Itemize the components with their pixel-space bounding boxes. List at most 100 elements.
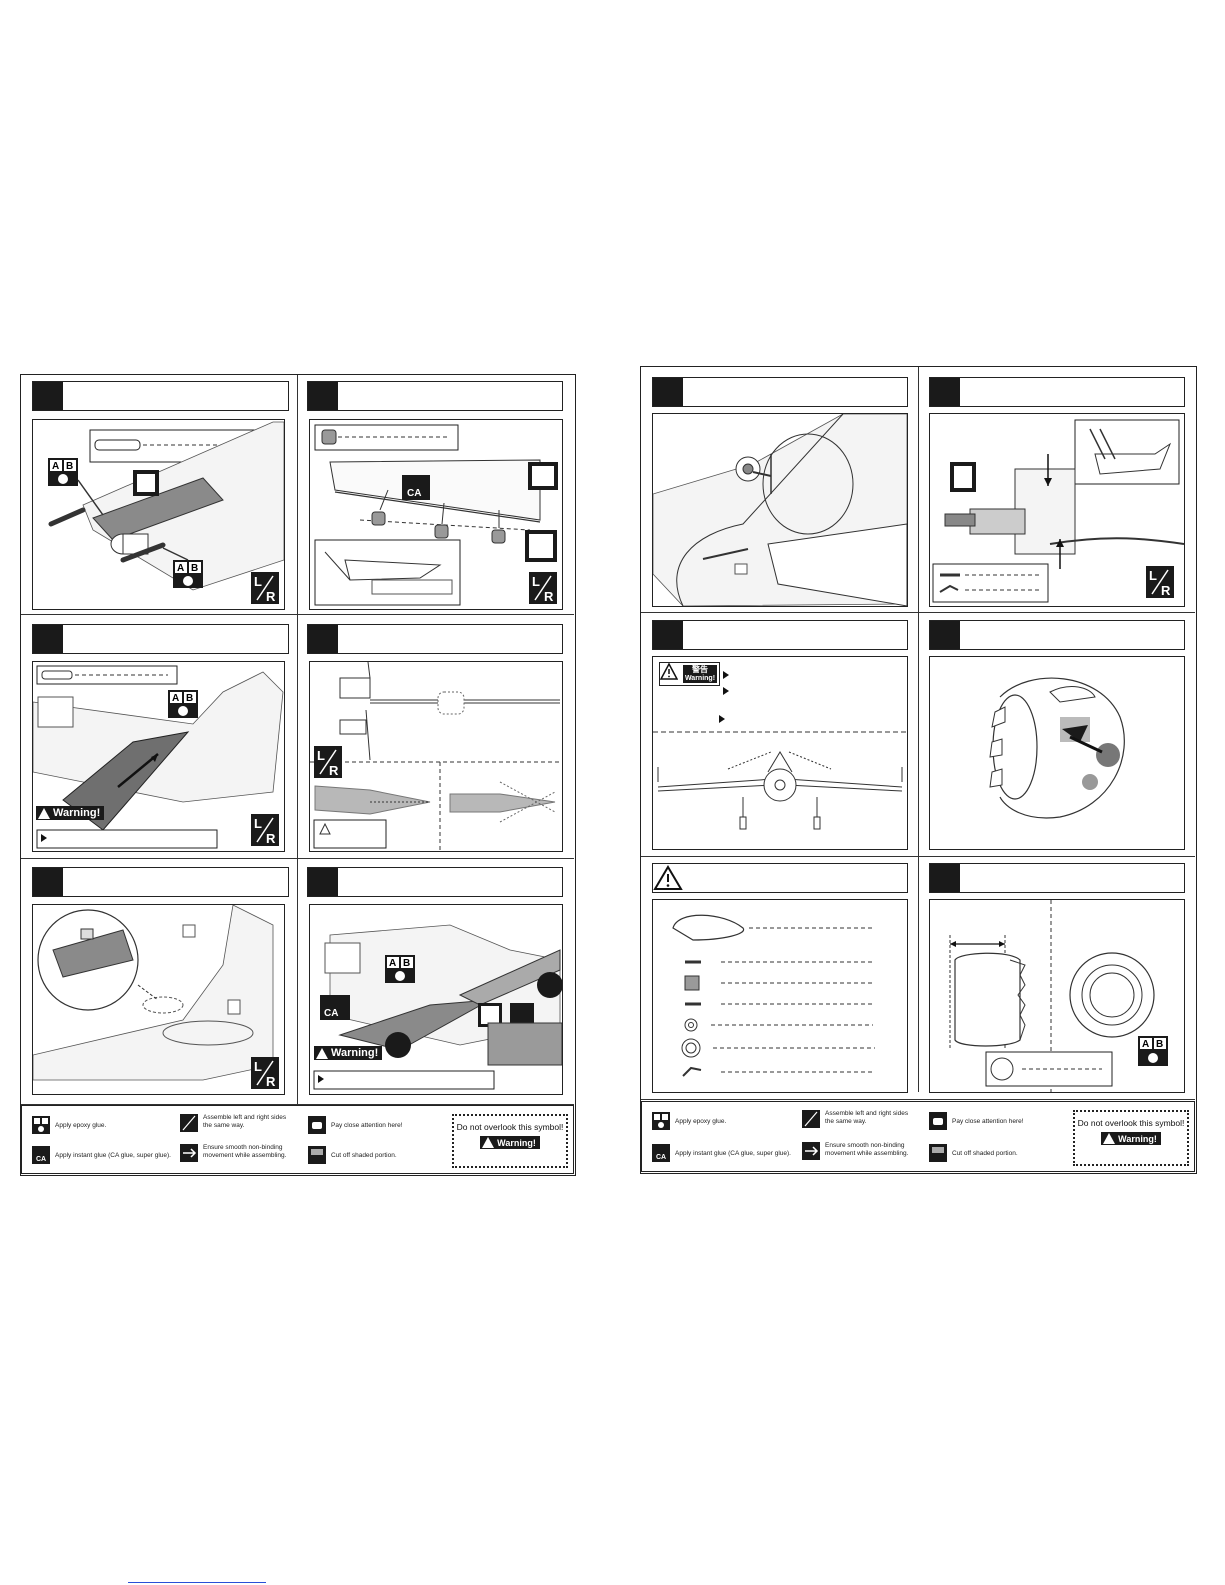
warning-tag: Warning!	[36, 806, 105, 820]
step-number-box	[653, 621, 683, 649]
tail-detail-illustration	[33, 905, 274, 1081]
svg-text:CA: CA	[36, 1156, 46, 1163]
legend-attention-text: Pay close attention here!	[331, 1122, 403, 1129]
legend-epoxy-text: Apply epoxy glue.	[675, 1118, 727, 1125]
step-number-box	[33, 625, 63, 653]
step-header-l4	[307, 624, 563, 654]
legend-cutoff-text: Cut off shaded portion.	[331, 1152, 397, 1159]
warning-tag: Warning!	[314, 1046, 383, 1060]
step-header-l1	[32, 381, 289, 411]
step-number-box	[930, 864, 960, 892]
right-sheet-divider-1	[641, 612, 1195, 613]
step-header-r3	[652, 620, 908, 650]
left-sheet-divider-2	[21, 858, 574, 859]
engine-mount-illustration	[932, 419, 1184, 603]
right-sheet-divider-3	[641, 1099, 1195, 1100]
svg-text:R: R	[266, 831, 276, 846]
right-symbol-legend: Apply epoxy glue. CA Apply instant glue …	[641, 1101, 1195, 1172]
cut-shaded-icon	[308, 1146, 326, 1164]
warning-triangle-icon	[482, 1137, 495, 1148]
warning-jp-label: 警告	[683, 665, 717, 674]
front-view-illustration	[653, 671, 907, 830]
legend-instant-text: Apply instant glue (CA glue, super glue)…	[675, 1150, 791, 1157]
legend-epoxy: Apply epoxy glue.	[32, 1116, 106, 1134]
svg-text:R: R	[1161, 583, 1171, 598]
step-number-box	[653, 378, 683, 406]
step-number-box	[308, 868, 338, 896]
step-header-r5-warning	[652, 863, 908, 893]
legend-attention-text: Pay close attention here!	[952, 1118, 1024, 1125]
svg-text:B: B	[66, 461, 73, 472]
legend-smooth-text: Ensure smooth non-binding movement while…	[825, 1142, 909, 1157]
warning-badge: Warning!	[480, 1136, 540, 1149]
panel-tail-wheel	[652, 413, 908, 607]
svg-text:A: A	[52, 461, 59, 472]
panel-cowl-cutout	[929, 656, 1185, 850]
panel-parts-list	[652, 899, 908, 1093]
svg-text:A: A	[177, 563, 184, 574]
legend-epoxy-text: Apply epoxy glue.	[55, 1122, 107, 1129]
svg-text:A: A	[1142, 1039, 1149, 1050]
svg-text:R: R	[329, 763, 339, 778]
svg-text:L: L	[317, 748, 325, 763]
wing-dowel-illustration: A B A B	[48, 421, 284, 591]
svg-text:B: B	[186, 693, 193, 704]
legend-instant: CA Apply instant glue (CA glue, super gl…	[652, 1144, 791, 1162]
legend-assemble: Assemble left and right sides the same w…	[180, 1114, 286, 1132]
warning-triangle-icon	[316, 1047, 328, 1059]
smooth-arrow-icon	[802, 1142, 820, 1160]
left-symbol-legend: Apply epoxy glue. CA Apply instant glue …	[21, 1105, 574, 1174]
right-sheet-divider-vertical	[918, 367, 919, 1092]
svg-text:CA: CA	[656, 1154, 666, 1161]
control-rod-illustration	[310, 662, 562, 851]
cut-shaded-icon	[929, 1144, 947, 1162]
legend-assemble-text: Assemble left and right sides the same w…	[203, 1114, 287, 1129]
legend-instant-text: Apply instant glue (CA glue, super glue)…	[55, 1152, 171, 1159]
svg-text:L: L	[532, 574, 540, 589]
warning-triangle-icon	[38, 807, 50, 819]
svg-text:R: R	[266, 589, 276, 604]
epoxy-ab-icon	[32, 1116, 50, 1134]
pointing-hand-icon	[308, 1116, 326, 1134]
step-header-r6	[929, 863, 1185, 893]
legend-smooth: Ensure smooth non-binding movement while…	[802, 1142, 908, 1160]
left-sheet-divider-3	[21, 1104, 574, 1105]
cowl-measure-illustration: A B	[949, 900, 1168, 1092]
svg-text:B: B	[1156, 1039, 1163, 1050]
parts-list-illustration	[672, 914, 875, 1077]
overlook-symbol-box: Do not overlook this symbol! Warning!	[1073, 1110, 1189, 1166]
legend-cutoff-text: Cut off shaded portion.	[952, 1150, 1018, 1157]
warning-jp-tag: 警告 Warning!	[659, 662, 720, 686]
svg-text:R: R	[266, 1074, 276, 1089]
svg-text:L: L	[254, 816, 262, 831]
svg-text:L: L	[254, 574, 262, 589]
warning-triangle-icon	[1103, 1133, 1116, 1144]
svg-text:CA: CA	[407, 488, 421, 499]
panel-front-view-check: 警告 Warning!	[652, 656, 908, 850]
panel-cowl-measure: A B	[929, 899, 1185, 1093]
step-header-l5	[32, 867, 289, 897]
step-number-box	[308, 382, 338, 410]
left-sheet-divider-1	[21, 614, 574, 615]
svg-text:L: L	[1149, 568, 1157, 583]
elevator-illustration: A B CA	[313, 924, 562, 1090]
overlook-symbol-box: Do not overlook this symbol! Warning!	[452, 1114, 568, 1168]
warning-triangle-icon	[653, 864, 683, 892]
legend-assemble-text: Assemble left and right sides the same w…	[825, 1110, 909, 1125]
warning-triangle-icon	[660, 663, 680, 683]
warning-label: Warning!	[53, 807, 101, 819]
legend-cutoff: Cut off shaded portion.	[308, 1146, 397, 1164]
warning-badge-label: Warning!	[497, 1137, 536, 1148]
cowl-cutout-illustration	[989, 677, 1125, 819]
svg-text:A: A	[172, 693, 179, 704]
aileron-hinge-illustration: CA	[314, 424, 558, 606]
tail-wheel-illustration	[653, 414, 907, 606]
svg-text:A: A	[389, 958, 396, 969]
